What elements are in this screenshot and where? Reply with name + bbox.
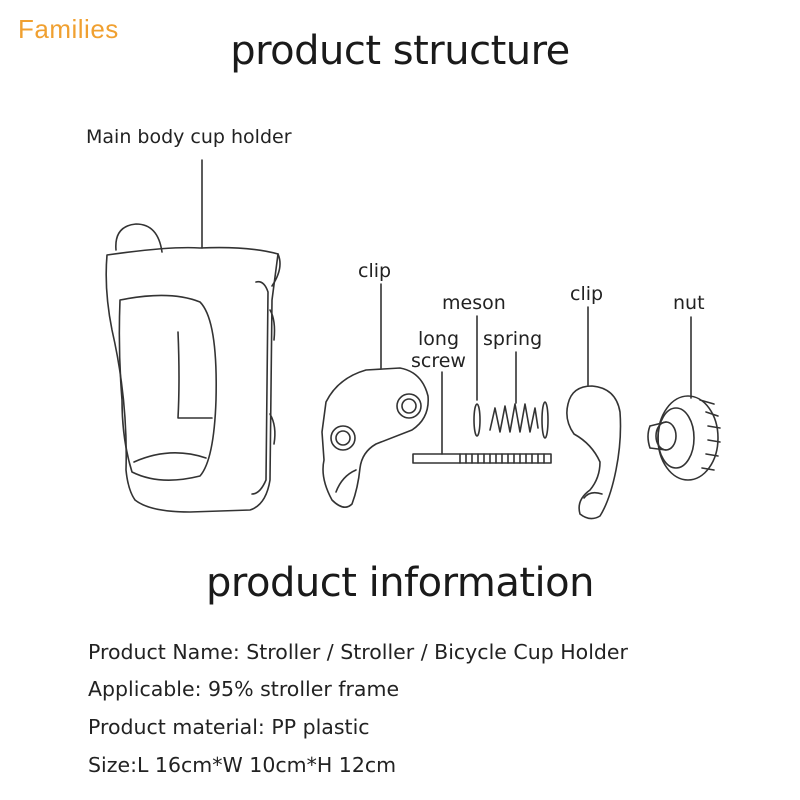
- label-spring: spring: [483, 328, 543, 350]
- clip-right-part: [566, 385, 622, 520]
- meson-washer-1: [473, 403, 481, 437]
- label-main-body: Main body cup holder: [86, 126, 292, 148]
- structure-title: product structure: [230, 28, 570, 74]
- label-meson: meson: [442, 292, 506, 314]
- label-nut: nut: [673, 292, 705, 314]
- label-clip-left: clip: [358, 260, 392, 282]
- label-clip-right: clip: [570, 283, 604, 305]
- long-screw-part: [412, 453, 552, 464]
- info-size: Size:L 16cm*W 10cm*H 12cm: [88, 753, 397, 777]
- cup-holder-body: [105, 223, 281, 513]
- spring-coil: [489, 403, 539, 433]
- exploded-diagram: [105, 159, 721, 520]
- info-product-name: Product Name: Stroller / Stroller / Bicy…: [88, 640, 628, 664]
- info-applicable: Applicable: 95% stroller frame: [88, 677, 400, 701]
- label-long: long: [418, 328, 460, 350]
- info-material: Product material: PP plastic: [88, 715, 370, 739]
- clip-left-part: [321, 367, 429, 508]
- watermark-logo: Families: [18, 14, 119, 44]
- meson-washer-2: [541, 401, 549, 439]
- info-title: product information: [206, 560, 594, 606]
- nut-part: [647, 395, 721, 481]
- label-screw: screw: [411, 350, 466, 372]
